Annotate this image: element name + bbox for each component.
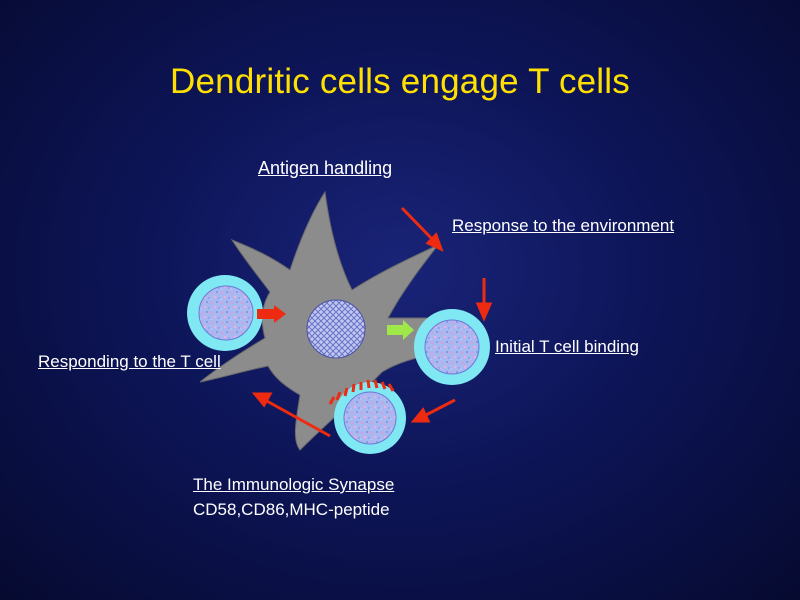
label-synapse-title: The Immunologic Synapse <box>193 475 395 494</box>
label-initial-binding: Initial T cell binding <box>495 337 639 356</box>
arrow-environment <box>400 206 444 252</box>
dendritic-cell-nucleus <box>306 299 366 359</box>
arrow-initial-binding <box>475 278 493 322</box>
label-synapse-molecules: CD58,CD86,MHC-peptide <box>193 500 390 519</box>
t-cell-left <box>187 275 263 351</box>
synapse-markers <box>328 379 395 405</box>
t-cell-right <box>414 309 490 385</box>
label-antigen-handling: Antigen handling <box>258 158 393 178</box>
engage-arrow-red <box>257 305 286 323</box>
arrow-to-synapse <box>410 398 456 423</box>
label-responding-t-cell: Responding to the T cell <box>38 352 221 371</box>
label-response-environment: Response to the environment <box>452 216 675 235</box>
t-cell-bottom <box>334 382 406 454</box>
slide-title: Dendritic cells engage T cells <box>170 62 630 101</box>
engage-arrow-green <box>387 320 414 340</box>
arrow-responding <box>251 392 331 438</box>
